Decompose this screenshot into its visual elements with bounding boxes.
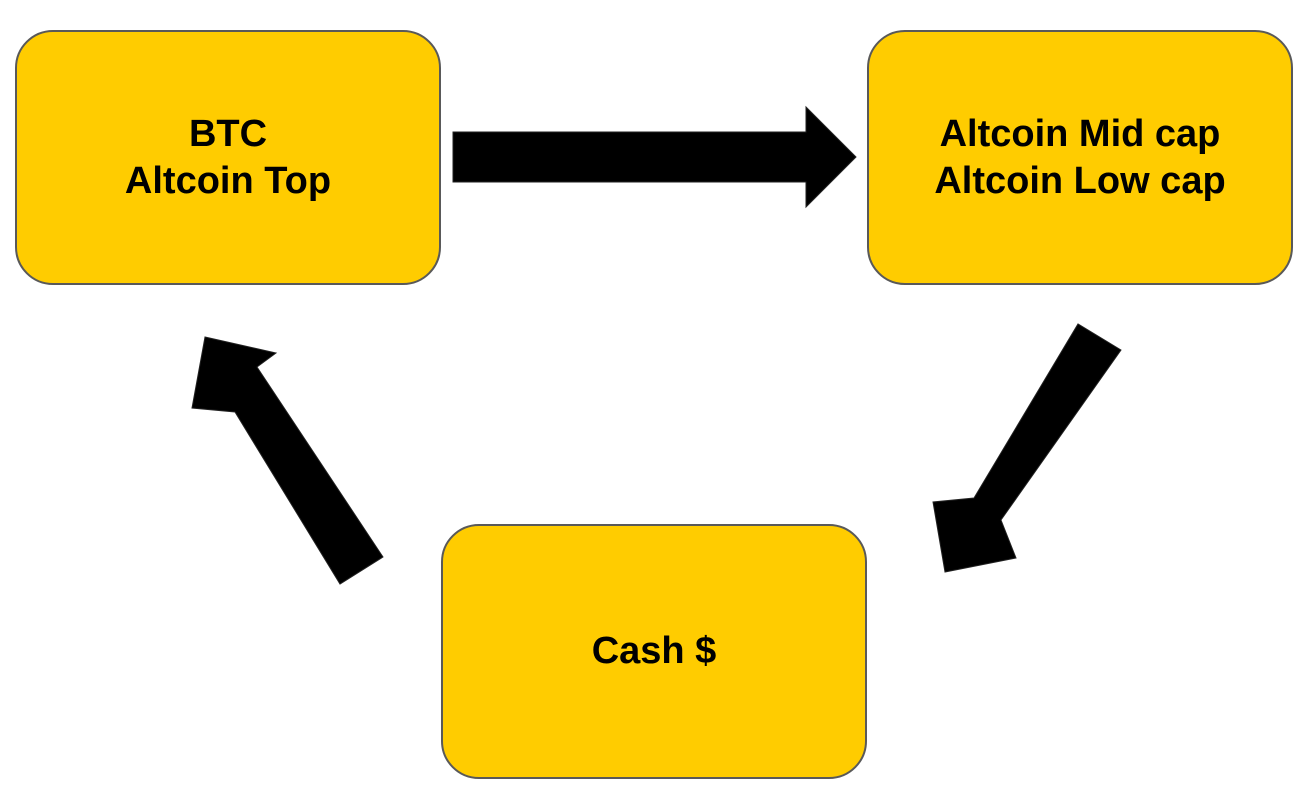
arrow-down-left [932,323,1122,573]
node-btc-label: BTC [188,112,268,155]
node-altcoin-mid-low-cap: Altcoin Mid cap Altcoin Low cap [867,30,1293,285]
node-altcoin-low-cap-label: Altcoin Low cap [934,159,1226,202]
node-btc-altcoin-top: BTC Altcoin Top [15,30,441,285]
arrow-up-left [191,336,384,585]
node-altcoin-top-label: Altcoin Top [124,159,332,202]
arrow-right [452,105,857,209]
node-altcoin-mid-cap-label: Altcoin Mid cap [939,112,1221,155]
node-cash-label: Cash $ [591,630,717,672]
node-cash: Cash $ [441,524,867,779]
